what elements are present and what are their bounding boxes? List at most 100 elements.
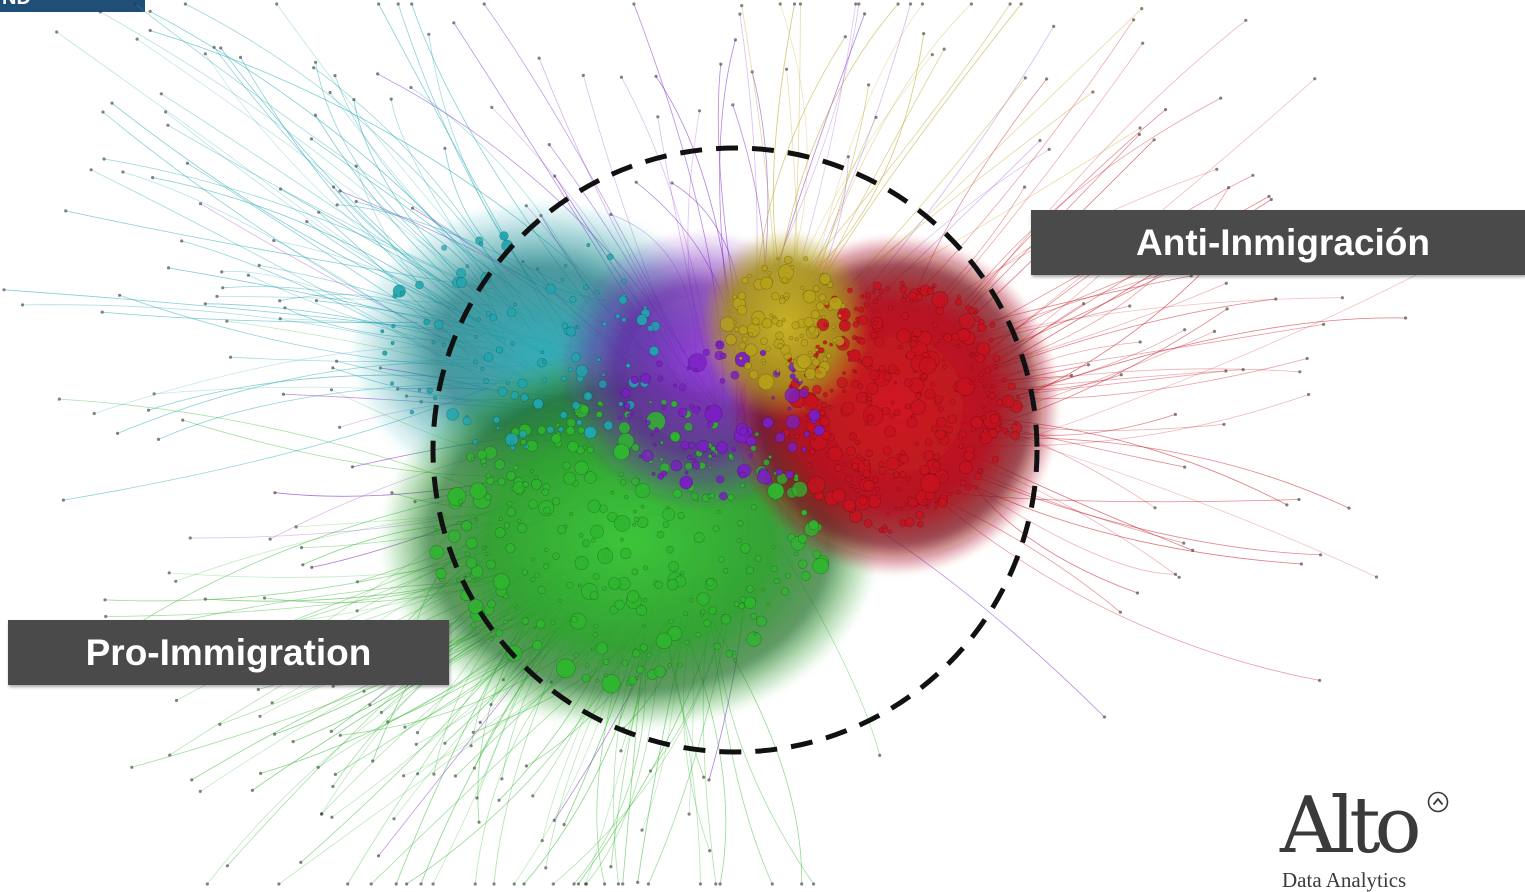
network-node	[784, 255, 793, 265]
edge-endpoint	[522, 882, 526, 886]
edge-endpoint	[584, 882, 588, 886]
edge-endpoint	[258, 714, 262, 718]
network-node	[943, 333, 953, 343]
network-node	[811, 436, 816, 441]
network-node	[614, 599, 625, 610]
network-node	[751, 317, 760, 326]
network-node	[748, 331, 753, 337]
network-node	[797, 377, 803, 382]
network-node	[568, 512, 574, 517]
network-node	[894, 368, 901, 375]
network-node	[551, 433, 562, 444]
edge-endpoint	[537, 56, 541, 60]
edge-endpoint	[168, 753, 172, 757]
edge-endpoint	[148, 28, 152, 33]
edge-endpoint	[338, 189, 342, 193]
network-node	[702, 348, 710, 356]
network-node	[566, 417, 577, 428]
edge-endpoint	[273, 491, 277, 495]
network-node	[415, 280, 424, 290]
edge-endpoint	[218, 722, 222, 727]
edge-endpoint	[654, 74, 658, 78]
network-node	[800, 285, 805, 291]
network-node	[848, 349, 861, 362]
edge-endpoint	[312, 66, 316, 70]
network-node	[703, 619, 711, 627]
edge-endpoint	[1241, 368, 1245, 372]
network-node	[738, 356, 743, 361]
network-node	[956, 328, 971, 342]
network-node	[602, 658, 610, 666]
alto-logo: Alto Data Analytics	[1278, 786, 1468, 891]
network-node	[669, 430, 681, 442]
network-node	[620, 278, 627, 285]
edge-endpoint	[101, 110, 105, 114]
network-node	[581, 673, 591, 683]
edge-endpoint	[770, 882, 774, 886]
edge-endpoint	[1225, 307, 1229, 311]
edge-endpoint	[188, 536, 192, 540]
network-node	[806, 462, 812, 469]
network-node	[857, 359, 863, 364]
network-node	[780, 587, 790, 596]
network-node	[465, 557, 478, 569]
edge-endpoint	[394, 882, 398, 886]
edge-endpoint	[576, 882, 581, 886]
network-node	[517, 522, 528, 534]
network-node	[624, 494, 629, 500]
network-node	[607, 511, 618, 523]
network-node	[667, 663, 672, 668]
network-node	[909, 298, 914, 303]
network-node	[775, 468, 783, 476]
network-node	[469, 482, 487, 500]
edge-endpoint	[512, 882, 516, 886]
network-node	[521, 617, 530, 625]
network-node	[486, 559, 496, 570]
network-node	[743, 596, 757, 609]
network-node	[819, 273, 831, 285]
network-node	[791, 321, 800, 330]
network-node	[565, 426, 575, 436]
network-node	[968, 307, 976, 315]
edge-endpoint	[1313, 77, 1317, 81]
edge-endpoint	[1118, 610, 1122, 614]
network-node	[537, 425, 547, 435]
edge-endpoint	[319, 812, 324, 816]
edge-endpoint	[250, 788, 254, 793]
network-node	[571, 616, 578, 623]
edge-endpoint	[707, 778, 711, 782]
network-node	[596, 400, 603, 407]
edge-endpoint	[1119, 373, 1123, 377]
network-node	[543, 563, 550, 570]
network-node	[906, 416, 918, 428]
network-node	[771, 544, 776, 549]
edge-endpoint	[1152, 138, 1156, 142]
network-node	[771, 317, 779, 325]
network-node	[680, 441, 690, 450]
network-node	[841, 401, 855, 415]
network-node	[625, 363, 631, 369]
network-node	[823, 323, 828, 328]
network-node	[482, 462, 488, 468]
edge-endpoint	[331, 684, 335, 688]
network-node	[874, 486, 880, 492]
edge-endpoint	[273, 732, 277, 736]
edge-endpoint	[371, 759, 375, 763]
network-node	[719, 491, 728, 501]
network-node	[774, 432, 786, 443]
network-node	[540, 350, 545, 355]
network-node	[801, 446, 807, 453]
network-node	[828, 296, 843, 311]
network-node	[602, 321, 607, 327]
network-node	[942, 363, 948, 369]
network-node	[392, 293, 398, 299]
network-node	[755, 615, 767, 627]
network-node	[959, 460, 973, 475]
network-node	[659, 457, 664, 462]
network-node	[557, 598, 563, 603]
network-node	[914, 392, 922, 399]
network-node	[471, 565, 484, 578]
network-node	[963, 450, 975, 462]
edge-endpoint	[333, 772, 337, 777]
network-node	[832, 338, 837, 343]
